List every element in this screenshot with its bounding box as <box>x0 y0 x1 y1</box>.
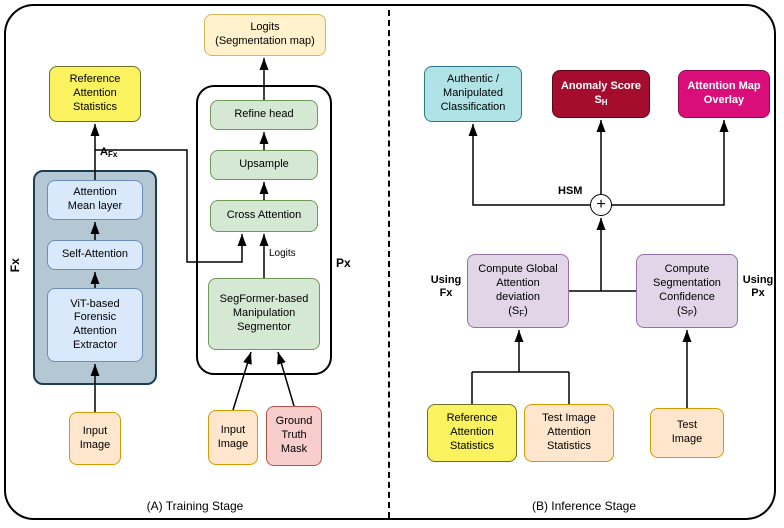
input-image-2-box: Input Image <box>208 410 258 465</box>
logits-segmentation-map-box: Logits (Segmentation map) <box>204 14 326 56</box>
compute-segmentation-confidence-box: Compute Segmentation Confidence (SP) <box>636 254 738 328</box>
sf-text: Compute Global Attention deviation <box>478 263 558 303</box>
arrow-groundtruth-to-segformer <box>277 351 295 407</box>
arrow-hsm-to-overlay <box>612 120 729 206</box>
anomaly-score-symbol: SH <box>594 93 608 107</box>
attention-mean-layer-box: Attention Mean layer <box>47 180 143 220</box>
hsm-label: HSM <box>558 185 583 197</box>
sf-symbol: (SF) <box>508 304 528 318</box>
attention-map-overlay-box: Attention Map Overlay <box>678 70 770 118</box>
arrow-afx-to-cross-attention <box>95 149 247 263</box>
outer-frame <box>4 4 776 520</box>
afx-main: A <box>100 146 108 159</box>
authentic-manipulated-classification-box: Authentic / Manipulated Classification <box>424 66 522 122</box>
stage-divider-dashed-line <box>388 10 390 518</box>
segformer-segmentor-box: SegFormer-based Manipulation Segmentor <box>208 278 320 350</box>
training-stage-caption: (A) Training Stage <box>146 499 244 513</box>
inference-stage-caption: (B) Inference Stage <box>531 499 637 513</box>
hsm-sum-node: + <box>590 194 612 216</box>
refine-head-box: Refine head <box>210 100 318 130</box>
px-group-label: Px <box>336 256 351 270</box>
input-image-box: Input Image <box>69 412 121 465</box>
ground-truth-mask-box: Ground Truth Mask <box>266 406 322 466</box>
using-fx-label: Using Fx <box>430 274 462 300</box>
anomaly-score-text: Anomaly Score <box>560 80 642 93</box>
test-image-box: Test Image <box>650 408 724 458</box>
reference-attention-statistics-box: Reference Attention Statistics <box>49 66 141 122</box>
arrow-input2-to-segformer <box>232 351 252 411</box>
sp-symbol: (SP) <box>676 304 697 318</box>
compute-global-attention-deviation-box: Compute Global Attention deviation (SF) <box>467 254 569 328</box>
test-image-attention-statistics-box: Test Image Attention Statistics <box>524 404 614 462</box>
reference-attention-statistics-box-2: Reference Attention Statistics <box>427 404 517 462</box>
logits-edge-label: Logits <box>269 248 296 259</box>
sp-text: Compute Segmentation Confidence <box>653 263 721 303</box>
vit-forensic-extractor-box: ViT-based Forensic Attention Extractor <box>47 288 143 362</box>
anomaly-score-box: Anomaly Score SH <box>552 70 650 118</box>
upsample-box: Upsample <box>210 150 318 180</box>
fx-group-label: Fx <box>7 258 22 273</box>
afx-edge-label: AFx <box>100 133 117 160</box>
self-attention-box: Self-Attention <box>47 240 143 270</box>
arrow-hsm-to-classification <box>468 124 590 206</box>
cross-attention-box: Cross Attention <box>210 200 318 232</box>
using-px-label: Using Px <box>742 274 774 300</box>
afx-sub: Fx <box>107 150 118 160</box>
